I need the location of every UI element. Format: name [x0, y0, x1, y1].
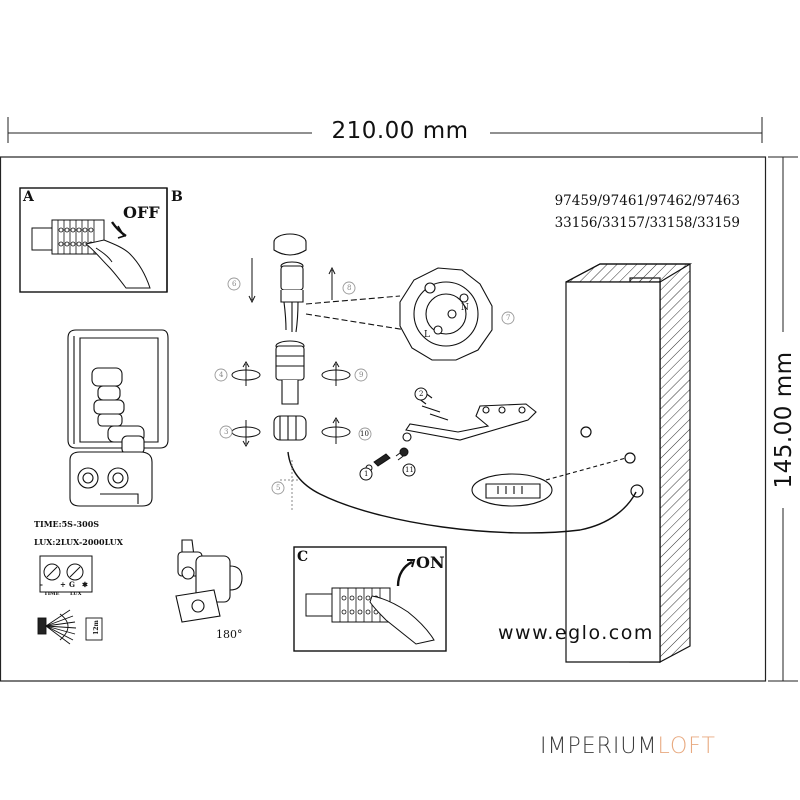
panel-c-box [293, 546, 447, 652]
step-9: 9 [359, 371, 364, 379]
terminal-n-label: N [461, 303, 469, 313]
wall-block [565, 263, 693, 663]
wall-plug-detail [471, 457, 627, 507]
mains-cable [287, 451, 637, 534]
step-11: 11 [405, 466, 414, 474]
step-6: 6 [232, 280, 237, 288]
step-2: 2 [419, 390, 424, 398]
time-spec: TIME:5S-300S [34, 519, 100, 529]
width-dimension-line [7, 117, 763, 143]
watermark-part-1: IMPERIUM [540, 734, 658, 759]
rotation-arrows [231, 258, 351, 510]
lux-spec: LUX:2LUX-2000LUX [34, 537, 123, 547]
terminal-l-label: L [424, 330, 430, 340]
swivel-angle-label: 180° [216, 628, 243, 641]
step-7: 7 [506, 314, 511, 322]
height-dimension-line [768, 156, 798, 682]
panel-a-off-arrow-icon [111, 221, 127, 237]
panel-c-letter: C [297, 549, 309, 565]
screw-details [359, 387, 428, 481]
panel-a-letter: A [23, 189, 34, 205]
watermark-logo: IMPERIUMLOFT [540, 734, 716, 759]
dial-plus-label: + [60, 580, 66, 589]
step-5: 5 [276, 484, 281, 492]
mounting-bracket [402, 391, 537, 442]
dial-time-label: TIME [44, 591, 60, 597]
sensor-dials [39, 555, 93, 593]
model-codes-line-1: 97459/97461/97462/97463 [554, 193, 740, 209]
cable-gland-assembly [273, 233, 307, 441]
drawing-frame [0, 156, 767, 682]
on-label: ON [416, 553, 445, 572]
terminal-detail-view [305, 267, 493, 361]
panel-c-on-arrow-icon [396, 560, 413, 587]
step-3: 3 [224, 428, 229, 436]
floodlight-illustration [67, 329, 169, 507]
dial-lux-label: LUX [70, 591, 82, 597]
dial-g-label: G [69, 580, 75, 589]
step-1: 1 [364, 470, 369, 478]
step-8: 8 [347, 284, 352, 292]
dial-star-icon: ✱ [82, 580, 88, 589]
panel-a-terminal-illustration [31, 219, 151, 289]
off-label: OFF [123, 203, 160, 222]
detection-range-icon [37, 609, 103, 645]
panel-c-terminal-illustration [305, 587, 435, 645]
width-dimension-label: 210.00 mm [331, 118, 469, 144]
step-4: 4 [219, 371, 224, 379]
step-10: 10 [360, 430, 369, 438]
model-codes-line-2: 33156/33157/33158/33159 [554, 215, 740, 231]
watermark-part-2: LOFT [657, 734, 716, 759]
website-url: www.eglo.com [498, 622, 654, 644]
sensor-swivel-illustration [175, 539, 243, 623]
step-circles [214, 277, 515, 495]
panel-b-letter: B [171, 189, 183, 205]
dial-minus-label: - [40, 580, 43, 589]
model-codes: 97459/97461/97462/97463 33156/33157/3315… [505, 190, 740, 234]
range-label: 12m [92, 620, 100, 635]
